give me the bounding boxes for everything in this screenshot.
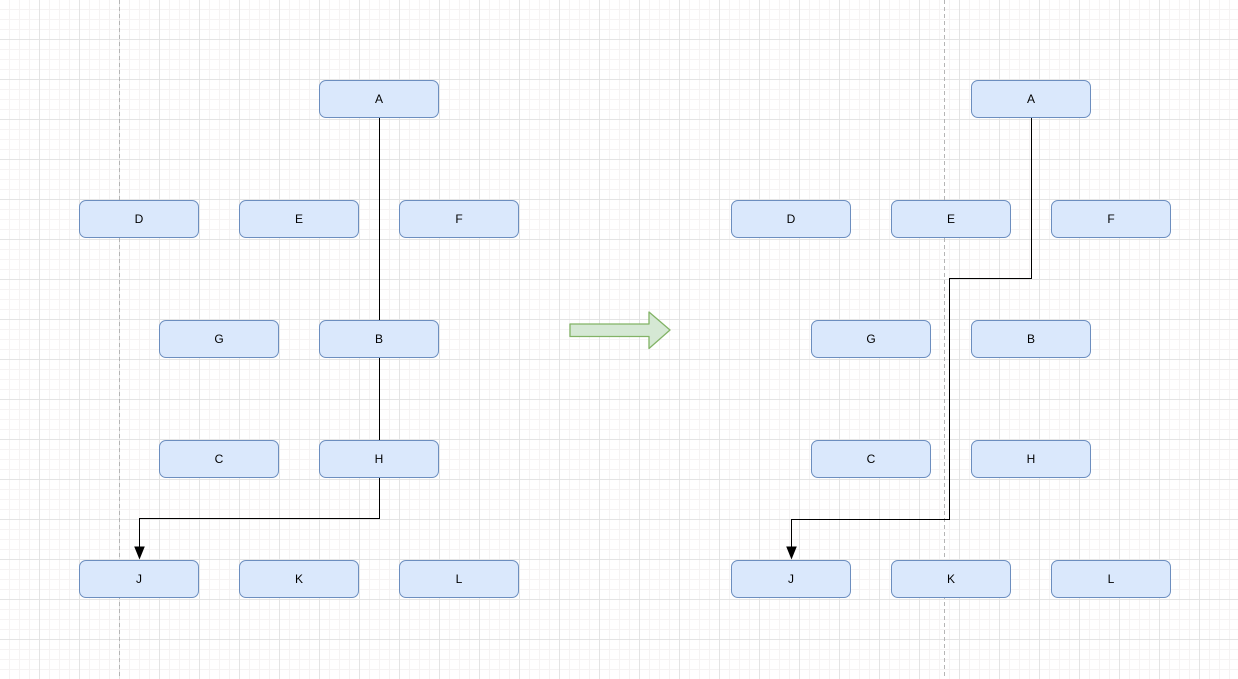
node-before-B[interactable]: B <box>319 320 439 358</box>
transform-arrow[interactable] <box>569 311 671 350</box>
node-before-E[interactable]: E <box>239 200 359 238</box>
node-after-B[interactable]: B <box>971 320 1091 358</box>
node-after-A[interactable]: A <box>971 80 1091 118</box>
edge-after-A-J[interactable] <box>791 118 1032 549</box>
arrowhead-before-J <box>134 546 145 560</box>
node-before-C[interactable]: C <box>159 440 279 478</box>
node-after-K[interactable]: K <box>891 560 1011 598</box>
node-before-K[interactable]: K <box>239 560 359 598</box>
node-before-D[interactable]: D <box>79 200 199 238</box>
node-after-F[interactable]: F <box>1051 200 1171 238</box>
node-after-J[interactable]: J <box>731 560 851 598</box>
node-before-G[interactable]: G <box>159 320 279 358</box>
node-before-A[interactable]: A <box>319 80 439 118</box>
node-after-C[interactable]: C <box>811 440 931 478</box>
node-before-L[interactable]: L <box>399 560 519 598</box>
arrowhead-after-J <box>786 546 797 560</box>
node-after-L[interactable]: L <box>1051 560 1171 598</box>
node-before-J[interactable]: J <box>79 560 199 598</box>
node-before-F[interactable]: F <box>399 200 519 238</box>
node-after-E[interactable]: E <box>891 200 1011 238</box>
node-after-G[interactable]: G <box>811 320 931 358</box>
edge-before-H-J[interactable] <box>139 478 380 549</box>
node-before-H[interactable]: H <box>319 440 439 478</box>
node-after-H[interactable]: H <box>971 440 1091 478</box>
node-after-D[interactable]: D <box>731 200 851 238</box>
